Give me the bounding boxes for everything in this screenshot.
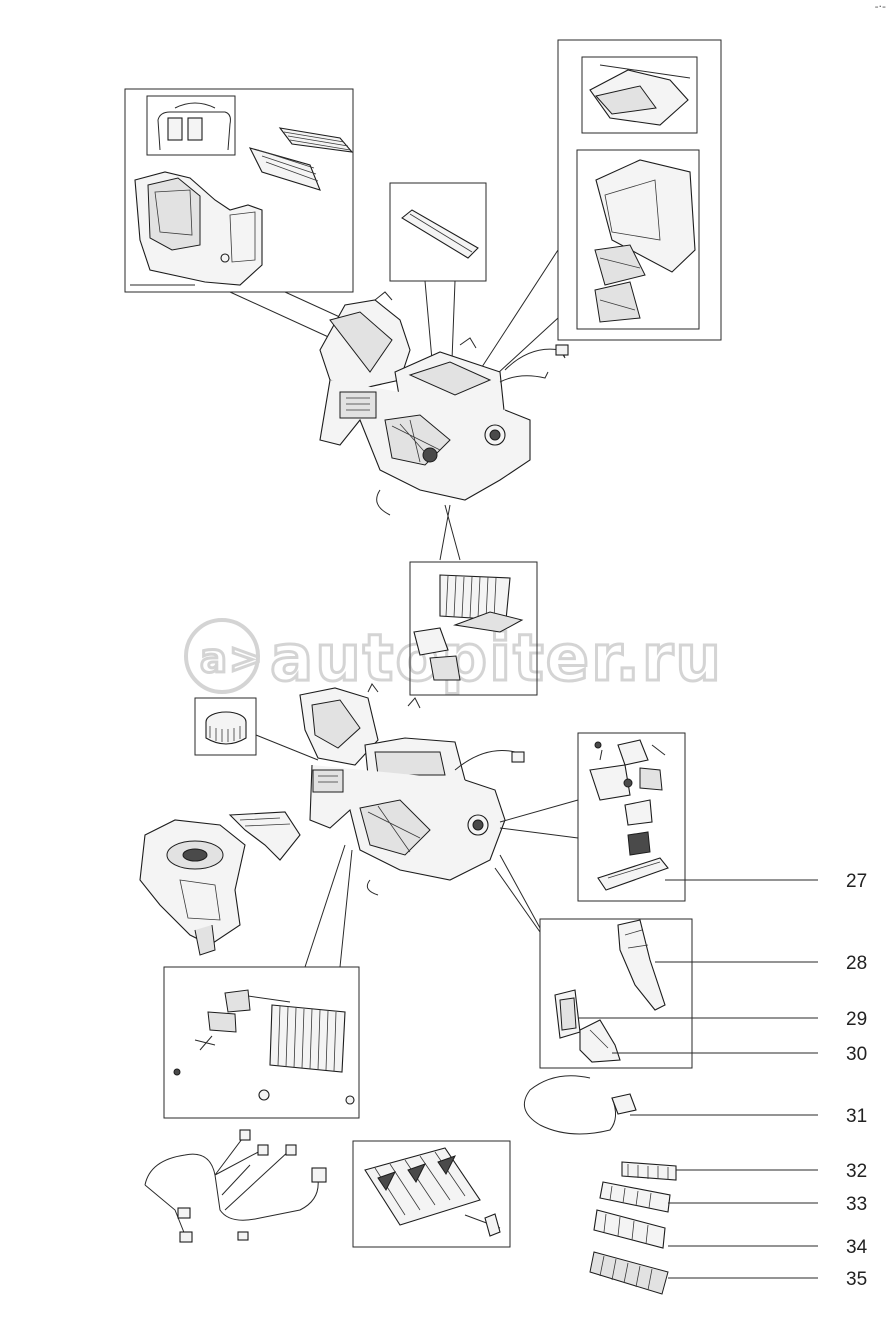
callout-32: 32	[846, 1161, 867, 1182]
svg-text:a>: a>	[200, 636, 265, 682]
callout-30: 30	[846, 1044, 867, 1065]
callout-numbers: 27 28 29 30 31 32 33 34 35	[846, 871, 868, 1290]
part-32	[621, 1161, 818, 1181]
part-34	[593, 1209, 818, 1249]
part-33	[599, 1181, 818, 1213]
callout-29: 29	[846, 1009, 867, 1030]
watermark-text: autopiter.ru	[270, 622, 723, 696]
sensor-cable	[523, 1075, 818, 1135]
part-35	[589, 1251, 818, 1295]
inset-evaporator	[163, 844, 360, 1119]
hvac-assembly-lower	[299, 683, 525, 896]
callout-31: 31	[846, 1106, 867, 1127]
inset-blower-housing	[124, 88, 391, 341]
inset-actuators	[499, 732, 818, 902]
watermark: a> autopiter.ru	[184, 618, 723, 698]
inset-heater-core	[409, 561, 538, 696]
inset-ducts	[494, 854, 818, 1069]
inset-mode-door	[352, 1140, 511, 1248]
wiring-harness	[144, 1129, 327, 1243]
corner-mark: -·-	[874, 0, 886, 13]
callout-35: 35	[846, 1269, 867, 1290]
callout-33: 33	[846, 1194, 867, 1215]
hvac-assembly-upper	[319, 291, 569, 561]
blower-housing-part	[139, 811, 301, 956]
inset-upper-case	[479, 39, 722, 386]
callout-27: 27	[846, 871, 867, 892]
callout-34: 34	[846, 1237, 868, 1258]
inset-cabin-filter	[389, 182, 487, 361]
inset-blower-motor	[194, 697, 319, 761]
callout-28: 28	[846, 953, 867, 974]
